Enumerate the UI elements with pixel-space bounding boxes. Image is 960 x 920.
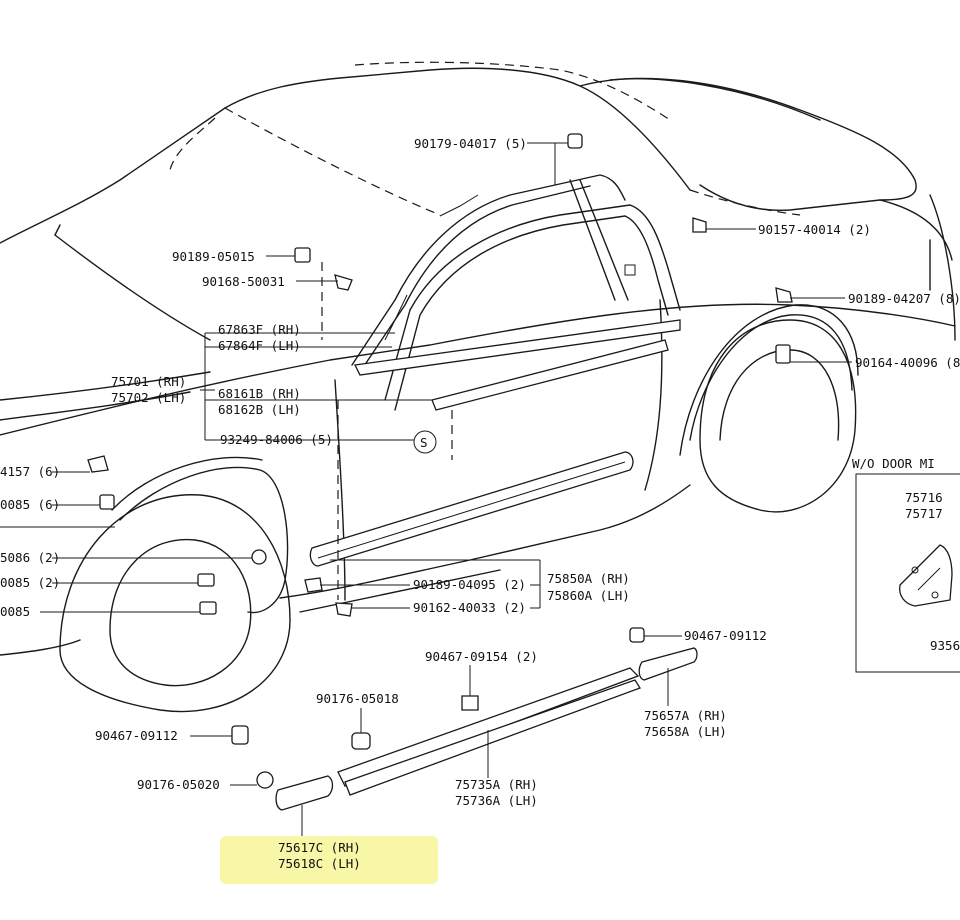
rocker-panel-moldings <box>275 647 698 811</box>
mirror-cover-part <box>855 473 960 673</box>
label-90162-40033: 90162-40033 (2) <box>413 600 526 615</box>
label-highlight <box>220 836 438 884</box>
label-0085-2: 0085 (2) <box>0 575 60 590</box>
door-glass-frame <box>351 174 681 411</box>
label-75736A: 75736A (LH) <box>455 793 538 808</box>
part-labels: 90179-04017 (5) 90157-40014 (2) 90189-05… <box>0 136 960 871</box>
label-67863F: 67863F (RH) <box>218 322 301 337</box>
label-90467-09154: 90467-09154 (2) <box>425 649 538 664</box>
label-0085-6: 0085 (6) <box>0 497 60 512</box>
leader-lines <box>0 142 852 836</box>
label-75860A: 75860A (LH) <box>547 588 630 603</box>
label-90164-40096: 90164-40096 (8 <box>855 355 960 370</box>
label-75701: 75701 (RH) <box>111 374 186 389</box>
label-90176-05020: 90176-05020 <box>137 777 220 792</box>
s-marker <box>413 430 437 454</box>
label-9356: 9356 <box>930 638 960 653</box>
label-90168-50031: 90168-50031 <box>202 274 285 289</box>
label-90176-05018: 90176-05018 <box>316 691 399 706</box>
label-90467-09112-top: 90467-09112 <box>684 628 767 643</box>
label-90179-04017: 90179-04017 (5) <box>414 136 527 151</box>
label-90189-04095: 90189-04095 (2) <box>413 577 526 592</box>
label-90157-40014: 90157-40014 (2) <box>758 222 871 237</box>
label-75658A: 75658A (LH) <box>644 724 727 739</box>
label-75657A: 75657A (RH) <box>644 708 727 723</box>
label-68161B: 68161B (RH) <box>218 386 301 401</box>
label-75618C: 75618C (LH) <box>278 856 361 871</box>
label-0085: 0085 <box>0 604 30 619</box>
label-4157: 4157 (6) <box>0 464 60 479</box>
fastener-icons <box>87 133 793 789</box>
door-side-molding <box>309 451 634 567</box>
label-5086: 5086 (2) <box>0 550 60 565</box>
label-90467-09112-left: 90467-09112 <box>95 728 178 743</box>
label-93249-84006: 93249-84006 (5) <box>220 432 333 447</box>
label-75717: 75717 <box>905 506 943 521</box>
label-75617C: 75617C (RH) <box>278 840 361 855</box>
label-67864F: 67864F (LH) <box>218 338 301 353</box>
label-75850A: 75850A (RH) <box>547 571 630 586</box>
label-75702: 75702 (LH) <box>111 390 186 405</box>
label-75716: 75716 <box>905 490 943 505</box>
label-90189-04207: 90189-04207 (8) <box>848 291 960 306</box>
label-s-marker: S <box>420 435 428 450</box>
car-body-outline <box>0 61 956 713</box>
label-75735A: 75735A (RH) <box>455 777 538 792</box>
label-90189-05015: 90189-05015 <box>172 249 255 264</box>
label-wo-door: W/O DOOR MI <box>852 456 935 471</box>
label-68162B: 68162B (LH) <box>218 402 301 417</box>
